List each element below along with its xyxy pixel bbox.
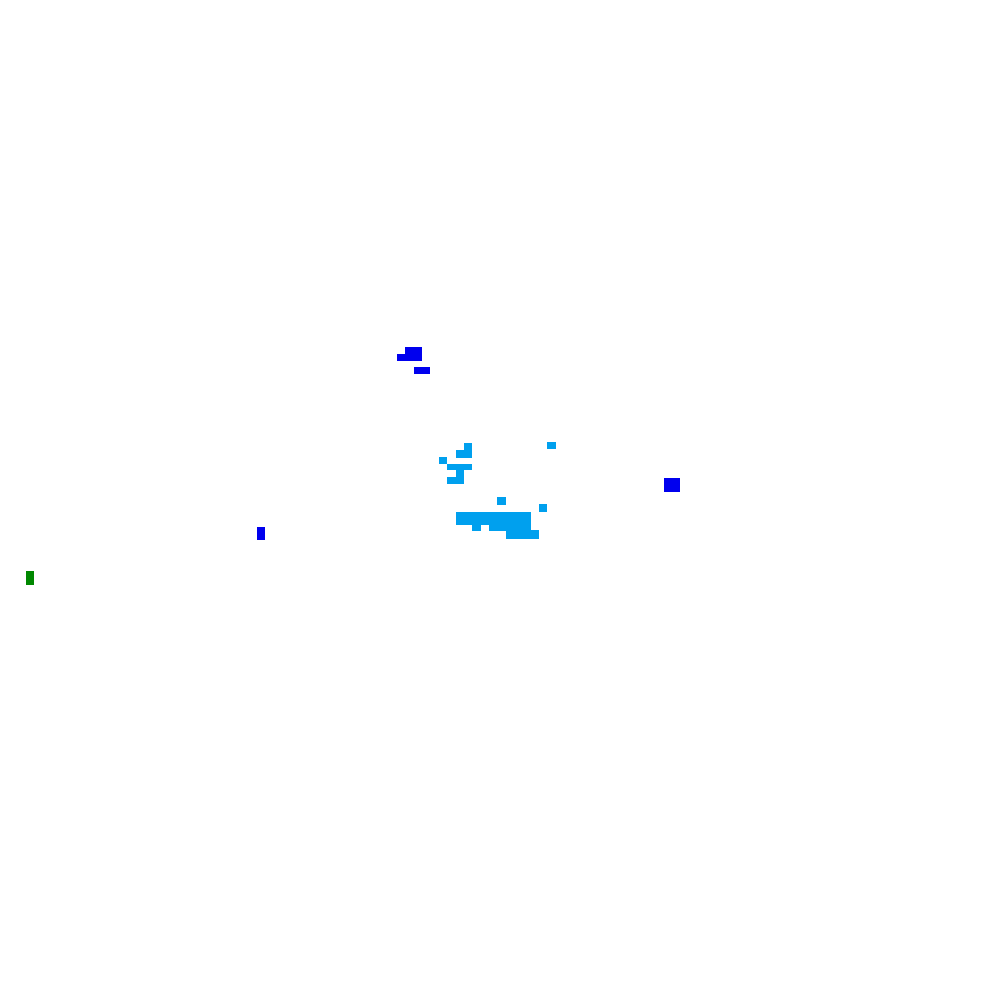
light-blue-cluster-upper-block [439, 457, 447, 464]
light-blue-cluster-lower-block [489, 524, 531, 531]
light-blue-scattered-block [539, 504, 547, 512]
light-blue-cluster-upper-block [456, 450, 472, 458]
deep-blue-cluster-top-block [405, 347, 422, 361]
light-blue-cluster-upper-block [447, 464, 472, 470]
green-mark-edge-block [26, 571, 34, 585]
deep-blue-mark-left-block [257, 527, 265, 540]
light-blue-cluster-upper-block [464, 443, 472, 451]
deep-blue-square-right-block [664, 478, 680, 492]
light-blue-cluster-upper-block [447, 477, 464, 484]
deep-blue-cluster-top-block [414, 367, 430, 374]
light-blue-cluster-lower-block [472, 524, 481, 531]
deep-blue-cluster-top-block [397, 354, 407, 361]
light-blue-cluster-lower-block [456, 512, 531, 525]
light-blue-scattered-block [547, 442, 556, 449]
light-blue-cluster-upper-block [456, 470, 464, 478]
light-blue-scattered-block [497, 497, 506, 505]
light-blue-cluster-lower-block [506, 530, 539, 539]
